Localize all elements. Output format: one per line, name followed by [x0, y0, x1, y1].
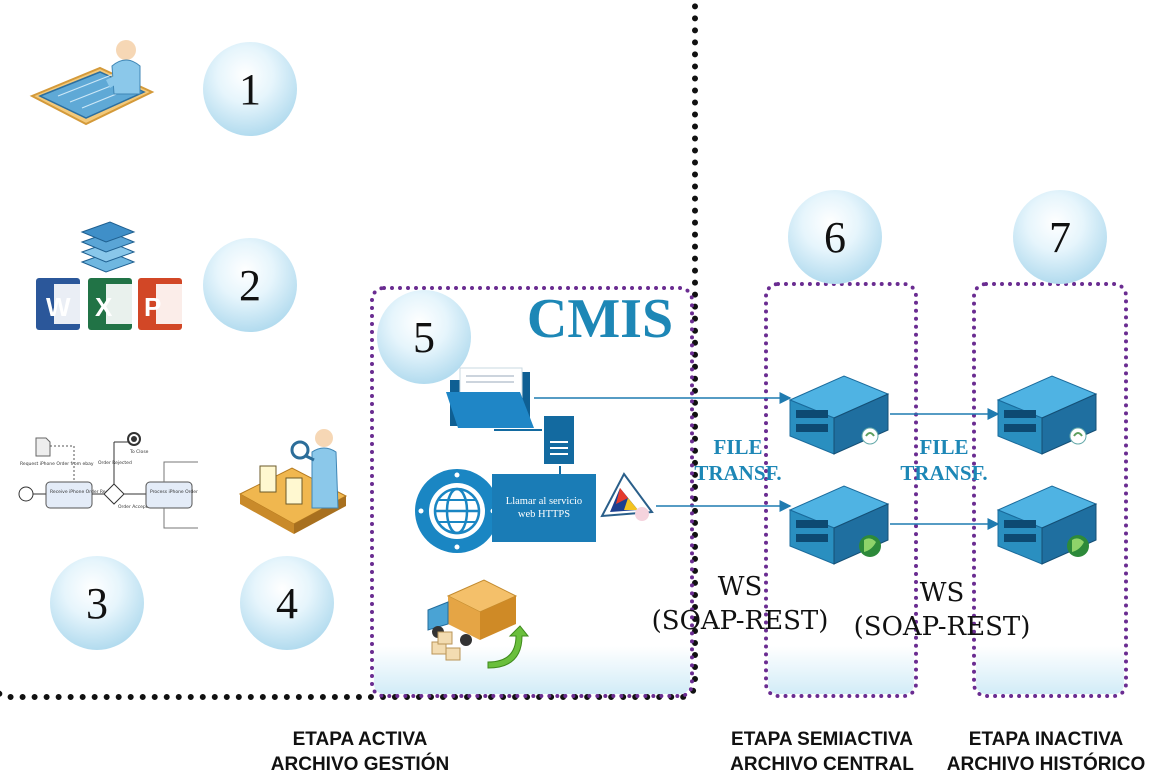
bpmn-process-icon: Request iPhone Order from ebay Receive i… — [18, 432, 198, 529]
stage-inactive-line1: ETAPA INACTIVA — [968, 729, 1124, 750]
svg-text:Receive iPhone Order Request: Receive iPhone Order Request — [50, 489, 118, 495]
step-3-bubble: 3 — [50, 556, 144, 650]
stage-label-inactive: ETAPA INACTIVA ARCHIVO HISTÓRICO — [940, 727, 1152, 777]
stage-inactive-line2: ARCHIVO HISTÓRICO — [946, 754, 1146, 775]
svg-text:W: W — [46, 292, 71, 322]
stage-active-line1: ETAPA ACTIVA — [292, 729, 428, 750]
file-transfer-2-line1: FILE — [919, 435, 969, 459]
service-label-line1: Llamar al servicio — [505, 496, 583, 507]
web-server-icon-historic — [996, 485, 1098, 565]
stage-label-active: ETAPA ACTIVA ARCHIVO GESTIÓN — [250, 727, 470, 777]
historic-archive-container — [972, 282, 1128, 698]
stage-active-line2: ARCHIVO GESTIÓN — [270, 754, 450, 775]
step-6-bubble: 6 — [788, 190, 882, 284]
step-1-bubble: 1 — [203, 42, 297, 136]
books-stack-icon — [80, 221, 136, 273]
step-4-bubble: 4 — [240, 556, 334, 650]
ws-2-line1: WS — [919, 578, 965, 608]
designer-desk-icon — [29, 40, 155, 126]
word-icon: W — [36, 278, 80, 330]
file-transfer-2-line2: TRANSF. — [900, 461, 988, 485]
powerpoint-icon: P — [138, 278, 182, 330]
svg-text:Order Accepted: Order Accepted — [118, 504, 153, 510]
globe-icon — [415, 469, 499, 553]
service-label-line2: web HTTPS — [517, 509, 571, 520]
color-prism-icon — [600, 472, 654, 521]
file-server-icon-historic — [996, 375, 1098, 455]
svg-text:To Close: To Close — [129, 449, 149, 455]
file-transfer-1-line1: FILE — [713, 435, 763, 459]
excel-icon: X — [88, 278, 132, 330]
file-transfer-label-2: FILE TRANSF. — [884, 434, 1004, 486]
cmis-label: CMIS — [526, 288, 674, 350]
ws-label-2: WS (SOAP-REST) — [842, 576, 1042, 644]
cmis-container — [370, 286, 694, 698]
delivery-truck-icon — [427, 579, 530, 669]
step-5-bubble: 5 — [377, 290, 471, 384]
svg-text:P: P — [144, 292, 161, 322]
svg-text:X: X — [95, 292, 113, 322]
ws-2-line2: (SOAP-REST) — [853, 612, 1031, 642]
office-documents-icon: W X P — [36, 221, 182, 330]
quality-inspection-icon — [238, 429, 348, 534]
ws-label-1: WS (SOAP-REST) — [640, 570, 840, 638]
stage-label-semiactive: ETAPA SEMIACTIVA ARCHIVO CENTRAL — [712, 727, 932, 777]
step-7-bubble: 7 — [1013, 190, 1107, 284]
central-archive-container — [764, 282, 918, 698]
stage-semiactive-line1: ETAPA SEMIACTIVA — [731, 729, 913, 750]
stage-semiactive-line2: ARCHIVO CENTRAL — [730, 754, 914, 775]
svg-text:Process iPhone Order: Process iPhone Order — [150, 489, 198, 495]
file-server-icon-central — [788, 375, 890, 455]
active-stage-container — [0, 0, 698, 700]
https-service-box: Llamar al servicio web HTTPS — [492, 474, 596, 542]
step-2-bubble: 2 — [203, 238, 297, 332]
file-transfer-1-line2: TRANSF. — [694, 461, 782, 485]
svg-text:Order Rejected: Order Rejected — [98, 460, 132, 466]
ws-1-line2: (SOAP-REST) — [651, 606, 829, 636]
svg-text:Request iPhone Order from ebay: Request iPhone Order from ebay — [20, 461, 94, 467]
web-server-icon-central — [788, 485, 890, 565]
file-transfer-label-1: FILE TRANSF. — [678, 434, 798, 486]
folder-icon — [446, 367, 534, 428]
ws-1-line1: WS — [717, 572, 763, 602]
web-server-icon — [544, 416, 574, 464]
